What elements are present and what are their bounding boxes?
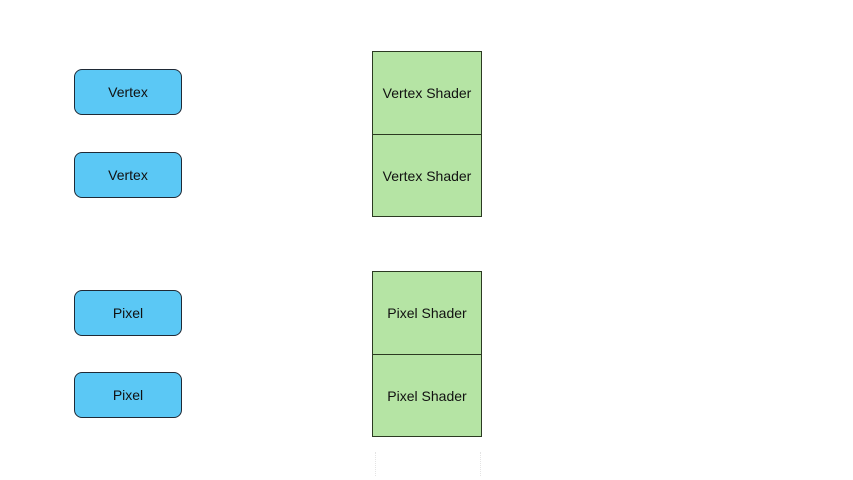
vertex-stage-box: Vertex [74,69,182,115]
vertex-shader-cell: Vertex Shader [373,52,481,134]
pixel-shader-cell: Pixel Shader [373,354,481,436]
pixel-shader-stack: Pixel Shader Pixel Shader [372,271,482,437]
pixel-shader-cell: Pixel Shader [373,272,481,354]
pixel-stage-box: Pixel [74,290,182,336]
vertex-shader-cell: Vertex Shader [373,134,481,216]
pixel-stage-box: Pixel [74,372,182,418]
faint-guide-line [375,452,377,476]
vertex-shader-stack: Vertex Shader Vertex Shader [372,51,482,217]
faint-guide-line [480,452,482,476]
vertex-stage-box: Vertex [74,152,182,198]
